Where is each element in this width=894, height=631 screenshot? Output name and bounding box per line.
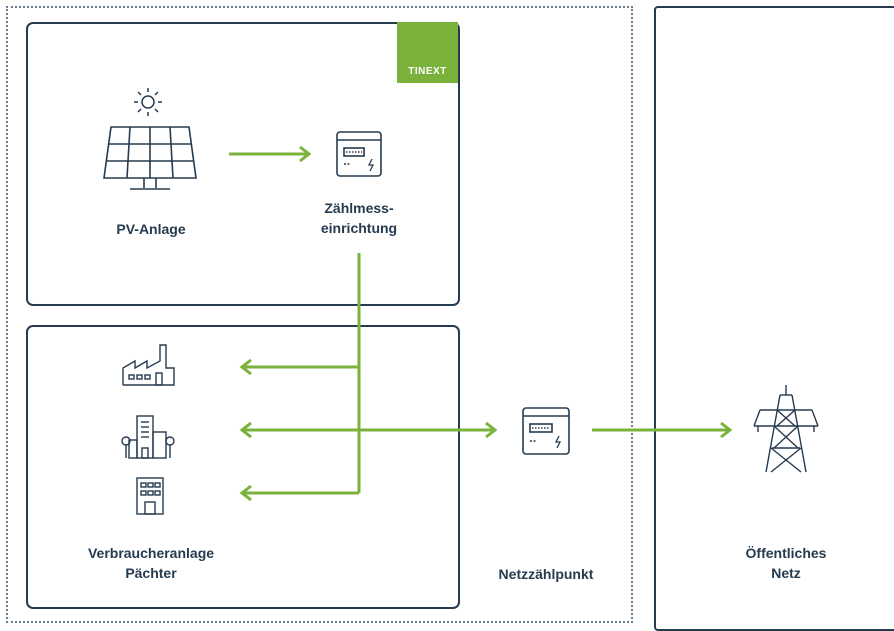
office-building-icon — [121, 415, 175, 459]
power-pylon-icon — [753, 385, 819, 473]
grid-meter-label: Netzzählpunkt — [498, 566, 594, 582]
meter-label: Zählmess- einrichtung — [295, 198, 423, 238]
meter-label-line1: Zählmess- — [324, 200, 394, 216]
public-grid-label-line1: Öffentliches — [745, 545, 827, 561]
pv-label: PV-Anlage — [116, 221, 186, 237]
sun-icon — [134, 88, 162, 116]
factory-icon — [122, 344, 175, 386]
consumer-label-line1: Verbraucheranlage — [87, 545, 215, 561]
public-grid-label: Öffentliches Netz — [720, 543, 852, 583]
arrow-consumer-to-grid-meter — [239, 421, 498, 439]
grid-meter-icon — [522, 407, 570, 455]
arrow-pv-to-meter — [229, 145, 312, 163]
public-grid-label-line2: Netz — [771, 565, 801, 581]
electricity-meter-icon — [336, 131, 382, 177]
meter-label-line2: einrichtung — [320, 220, 398, 236]
flow-trunk-line — [239, 253, 361, 502]
brand-badge: TINEXT — [397, 22, 458, 83]
arrow-meter-to-grid — [592, 421, 733, 439]
consumer-label: Verbraucheranlage Pächter — [56, 543, 246, 583]
consumer-label-line2: Pächter — [125, 565, 177, 581]
pv-system-box — [26, 22, 460, 306]
solar-panel-icon — [103, 126, 197, 190]
consumer-box — [26, 325, 460, 609]
operator-boundary — [6, 6, 633, 623]
apartment-building-icon — [136, 477, 164, 515]
